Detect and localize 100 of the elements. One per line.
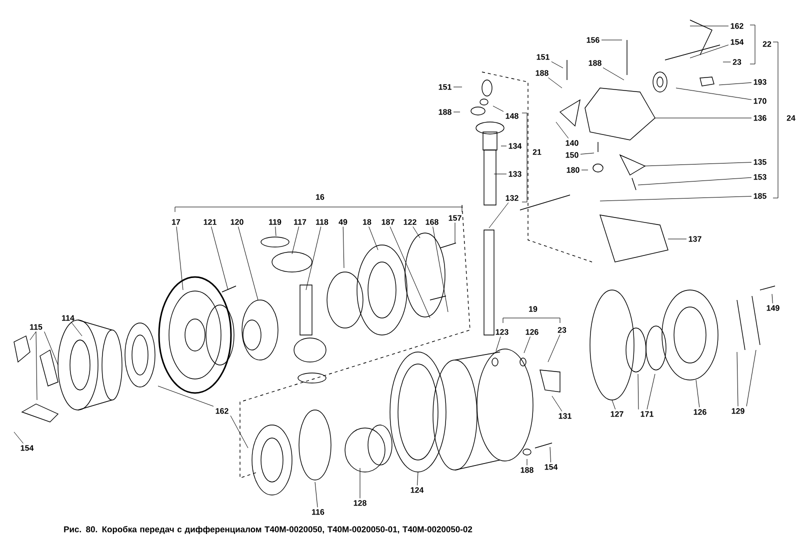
callout-number: 23 xyxy=(558,327,566,333)
callout-number: 128 xyxy=(354,500,366,506)
leader-line xyxy=(638,177,752,186)
callout-number: 124 xyxy=(410,487,424,493)
callout-number: 126 xyxy=(526,329,538,335)
leader-line xyxy=(550,446,552,463)
leader-line xyxy=(390,226,430,318)
callout-number: 150 xyxy=(566,152,578,158)
callout-number: 193 xyxy=(754,79,766,85)
leader-line xyxy=(176,226,184,290)
callout-number: 148 xyxy=(506,113,518,119)
callout-number: 154 xyxy=(730,39,744,45)
callout-number: 137 xyxy=(688,236,702,242)
leader-line xyxy=(646,374,656,410)
callout-number: 170 xyxy=(754,98,766,104)
callout-number: 153 xyxy=(754,174,766,180)
leader-line xyxy=(275,226,276,236)
leader-line xyxy=(548,77,562,88)
callout-number: 151 xyxy=(536,54,550,60)
leader-line xyxy=(600,196,752,202)
leader-line xyxy=(644,162,752,166)
callout-number: 185 xyxy=(754,193,766,199)
callout-number: 118 xyxy=(316,219,328,225)
leader-line xyxy=(454,222,456,244)
callout-number: 126 xyxy=(694,409,706,415)
callout-number: 135 xyxy=(754,159,766,165)
callout-number: 188 xyxy=(520,467,534,473)
callout-number: 134 xyxy=(508,143,522,149)
callout-number: 188 xyxy=(588,60,602,66)
leader-line xyxy=(496,336,501,352)
leader-line xyxy=(306,226,322,290)
leader-line xyxy=(602,67,624,80)
callout-number: 16 xyxy=(316,194,324,200)
callout-number: 180 xyxy=(566,167,580,173)
leader-line xyxy=(432,226,448,312)
leader-line xyxy=(548,334,560,362)
leader-line xyxy=(676,88,752,100)
callout-number: 157 xyxy=(448,215,462,221)
leader-line xyxy=(524,336,530,354)
leader-line xyxy=(526,458,528,466)
callout-number: 116 xyxy=(312,509,324,515)
leader-line xyxy=(36,331,38,400)
callout-number: 122 xyxy=(404,219,416,225)
callout-number: 132 xyxy=(506,195,518,201)
callout-number: 119 xyxy=(269,219,282,225)
callout-number: 24 xyxy=(786,115,796,121)
callout-number: 133 xyxy=(508,171,522,177)
leader-line xyxy=(492,106,504,112)
leader-line xyxy=(552,396,562,412)
leader-line xyxy=(412,226,420,238)
callout-number: 114 xyxy=(62,315,74,321)
callout-number: 49 xyxy=(338,219,348,225)
leader-line xyxy=(30,331,36,340)
callout-number: 140 xyxy=(566,140,578,146)
callout-number: 168 xyxy=(426,219,438,225)
callout-number: 154 xyxy=(20,445,34,451)
callout-number: 171 xyxy=(640,411,654,417)
leader-line xyxy=(580,152,594,154)
leader-line xyxy=(14,432,24,444)
callout-number: 120 xyxy=(230,219,244,225)
leader-line xyxy=(612,400,616,410)
leader-line xyxy=(718,82,752,86)
leader-line xyxy=(238,226,258,300)
callout-number: 129 xyxy=(732,408,744,414)
callout-number: 23 xyxy=(732,59,742,65)
leader-line xyxy=(210,226,228,290)
callout-number: 19 xyxy=(529,306,538,312)
callout-number: 151 xyxy=(438,84,452,90)
leader-line xyxy=(368,226,378,250)
callout-number: 187 xyxy=(382,219,394,225)
callout-number: 136 xyxy=(754,115,766,121)
callout-number: 188 xyxy=(536,70,548,76)
leader-line xyxy=(417,472,418,486)
leader-line xyxy=(638,374,639,410)
leader-line xyxy=(696,380,700,408)
leader-line xyxy=(772,294,773,304)
callout-number: 156 xyxy=(586,37,600,43)
callout-number: 17 xyxy=(172,219,180,225)
callout-number: 21 xyxy=(532,149,542,155)
leader-line xyxy=(668,238,687,240)
leader-line xyxy=(746,350,756,407)
leader-line xyxy=(292,226,300,254)
callout-number: 115 xyxy=(30,324,42,330)
callout-number: 149 xyxy=(766,305,780,311)
leader-line xyxy=(488,202,509,228)
leader-line xyxy=(736,352,738,407)
leader-line xyxy=(551,61,564,68)
callout-number: 131 xyxy=(558,413,572,419)
leader-line xyxy=(556,122,569,139)
leader-line xyxy=(230,415,248,448)
callout-number: 22 xyxy=(762,41,772,47)
leader-line xyxy=(158,386,214,407)
callout-number: 127 xyxy=(610,411,624,417)
callout-number: 18 xyxy=(363,219,372,225)
callout-number: 154 xyxy=(544,464,558,470)
leader-line xyxy=(453,86,462,88)
leader-line xyxy=(342,226,344,268)
callout-number: 188 xyxy=(438,109,452,115)
callout-number: 162 xyxy=(730,23,744,29)
leader-line xyxy=(690,44,729,58)
